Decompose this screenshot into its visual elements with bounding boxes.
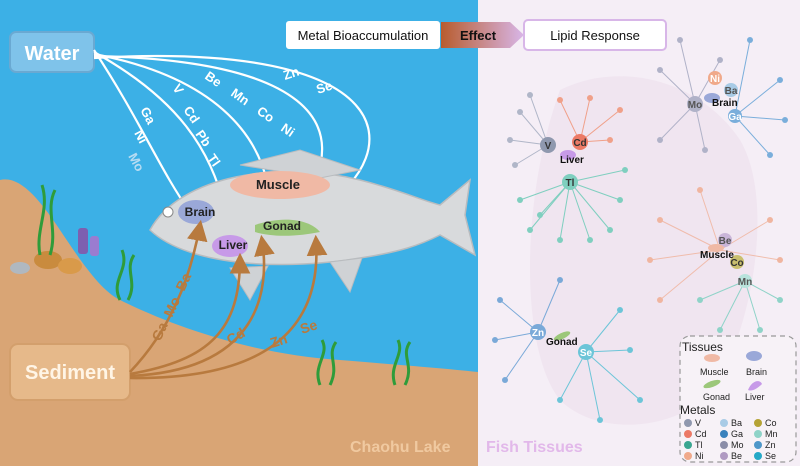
legend-metal-label-co: Co	[765, 418, 777, 428]
chaohu-lake-label: Chaohu Lake	[350, 439, 451, 456]
sediment-metal-ba: Ba	[172, 270, 194, 293]
fish-muscle-label: Muscle	[256, 177, 300, 192]
legend-metal-swatch-se	[754, 452, 762, 460]
rocks-icon	[10, 228, 99, 274]
legend-metal-swatch-ga	[720, 430, 728, 438]
hub-ga	[728, 109, 742, 123]
fish-brain-label: Brain	[185, 205, 216, 219]
water-metal-ni: Ni	[131, 127, 150, 146]
lipid-response-box	[523, 19, 667, 51]
legend-metal-swatch-ni	[684, 452, 692, 460]
sediment-metal-mo: Mo	[160, 294, 183, 319]
legend-metal-swatch-tl	[684, 441, 692, 449]
legend-tissues-title: Tissues	[682, 340, 723, 354]
water-metal-se: Se	[314, 78, 334, 97]
legend-metal-swatch-mo	[720, 441, 728, 449]
hub-mn	[738, 274, 752, 288]
brain-region	[178, 200, 214, 224]
fish-gonad-label: Gonad	[263, 219, 301, 233]
legend-metal-label-ni: Ni	[695, 451, 704, 461]
legend-metal-label-mo: Mo	[731, 440, 744, 450]
legend-metal-swatch-co	[754, 419, 762, 427]
legend-gonad: Gonad	[703, 392, 730, 402]
legend-box	[679, 335, 797, 463]
hub-ba	[724, 83, 738, 97]
legend-metal-swatch-cd	[684, 430, 692, 438]
effect-label: Effect	[460, 28, 497, 43]
hub-ni-label: Ni	[710, 74, 720, 85]
sediment-metal-zn: Zn	[268, 330, 289, 351]
fish-liver-label: Liver	[219, 238, 248, 252]
sediment-metal-labels: Ga Mo Ba Cd Zn Se	[148, 270, 319, 351]
legend-metal-label-v: V	[695, 418, 701, 428]
bioaccumulation-label: Metal Bioaccumulation	[298, 28, 429, 43]
sediment-metal-se: Se	[298, 316, 319, 337]
legend-metal-label-be: Be	[731, 451, 742, 461]
effect-arrow	[441, 22, 524, 48]
legend-metal-label-mn: Mn	[765, 429, 778, 439]
hub-zn-label: Zn	[532, 328, 544, 339]
hub-cd-label: Cd	[573, 138, 586, 149]
sediment-label: Sediment	[25, 362, 115, 384]
network-gonad-label: Gonad	[546, 337, 578, 348]
hub-se	[578, 344, 594, 360]
sediment-metal-ga: Ga	[148, 319, 170, 343]
hub-be	[718, 233, 732, 247]
legend-metal-swatch-zn	[754, 441, 762, 449]
hub-ni	[708, 71, 722, 85]
legend-brain: Brain	[746, 367, 767, 377]
legend-metal-label-ga: Ga	[731, 429, 743, 439]
fish-tissues-label: Fish Tissues	[486, 439, 583, 456]
hub-mo-label: Mo	[688, 100, 702, 111]
muscle-region	[230, 171, 330, 199]
lipid-response-label: Lipid Response	[550, 28, 640, 43]
hub-zn	[530, 324, 546, 340]
legend-metals-title: Metals	[680, 403, 715, 417]
hub-mo	[687, 96, 703, 112]
hub-co	[730, 255, 744, 269]
hub-be-label: Be	[719, 236, 732, 247]
legend-metal-swatch-ba	[720, 419, 728, 427]
fish-illustration	[149, 149, 477, 302]
hub-cd	[572, 134, 588, 150]
network-muscle-label: Muscle	[700, 250, 734, 261]
network-metal-hubs: V Cd Tl Ni Mo Ba Ga Be Co Mn Zn Se	[530, 71, 752, 360]
network-brain-label: Brain	[712, 98, 738, 109]
liver-region	[212, 235, 248, 257]
legend-metal-label-ba: Ba	[731, 418, 742, 428]
legend-metal-label-cd: Cd	[695, 429, 707, 439]
legend-metal-label-zn: Zn	[765, 440, 776, 450]
hub-v	[540, 137, 556, 153]
network-liver-label: Liver	[560, 155, 584, 166]
water-metal-zn: Zn	[281, 64, 301, 83]
hub-mn-label: Mn	[738, 277, 752, 288]
water-label: Water	[25, 43, 80, 65]
sediment-uptake-arrows	[129, 219, 328, 380]
hub-v-label: V	[545, 141, 552, 152]
hub-co-label: Co	[730, 258, 743, 269]
legend-metal-swatch-v	[684, 419, 692, 427]
legend-muscle: Muscle	[700, 367, 729, 377]
legend-tissues: Muscle Brain Gonad Liver	[700, 351, 767, 402]
seaweed-icon	[37, 184, 412, 386]
legend-metal-label-tl: Tl	[695, 440, 703, 450]
gonad-region	[255, 219, 320, 236]
hub-se-label: Se	[580, 348, 593, 359]
hub-tl	[562, 174, 578, 190]
hub-ba-label: Ba	[725, 86, 738, 97]
legend-liver: Liver	[745, 392, 765, 402]
legend-metal-label-se: Se	[765, 451, 776, 461]
legend-metal-swatch-mn	[754, 430, 762, 438]
network-tissue-labels: Liver Brain Muscle Gonad	[546, 93, 738, 348]
network-lipid-nodes	[492, 37, 788, 423]
legend-metal-swatch-be	[720, 452, 728, 460]
hub-ga-label: Ga	[728, 112, 742, 123]
hub-tl-label: Tl	[566, 178, 575, 189]
